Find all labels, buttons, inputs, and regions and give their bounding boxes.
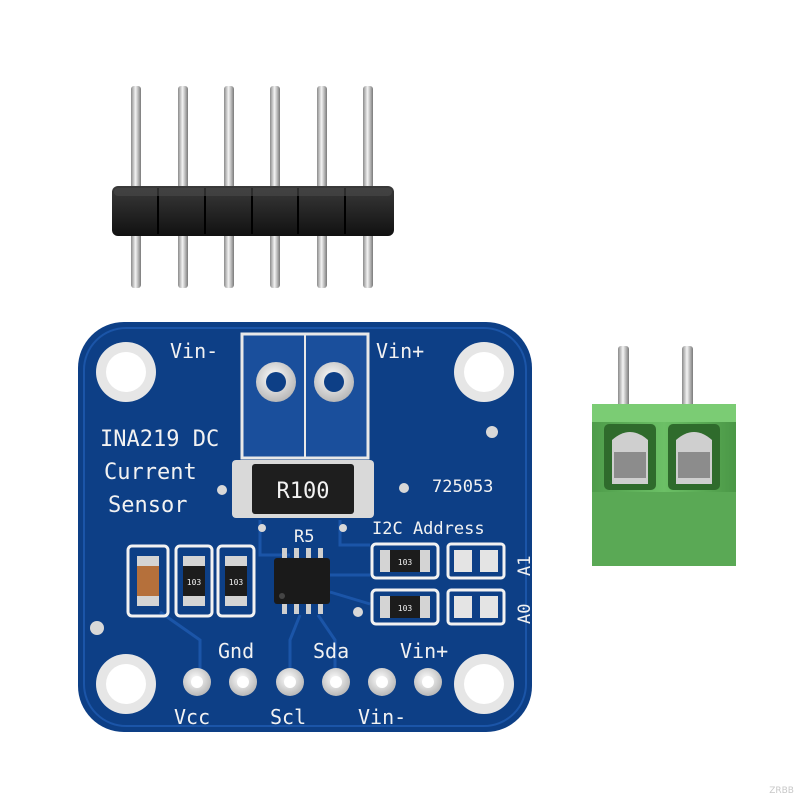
- title-line-1: INA219 DC: [100, 427, 219, 452]
- a0-label: A0: [515, 604, 535, 624]
- vias: [90, 426, 498, 635]
- mounting-holes: [96, 342, 514, 714]
- smd-capacitor: [126, 544, 170, 618]
- terminal-screw-left: [604, 424, 656, 490]
- header-plastic: [112, 186, 394, 236]
- pin-label-sda: Sda: [313, 639, 349, 663]
- resistor-code-1: 103: [187, 578, 202, 587]
- header-pads: [183, 668, 442, 696]
- pcb-traces: [159, 520, 371, 672]
- smd-resistor-1: 103: [174, 544, 214, 618]
- terminal-screw-right: [668, 424, 720, 490]
- address-row-a1: 103: [370, 542, 506, 580]
- pin-label-scl: Scl: [270, 705, 306, 729]
- ina219-chip: [274, 548, 330, 614]
- address-resistor-code-a1: 103: [398, 558, 413, 567]
- smd-resistor-2: 103: [216, 544, 256, 618]
- shunt-value-label: R100: [277, 479, 330, 504]
- address-row-a0: 103: [370, 588, 506, 626]
- resistor-code-2: 103: [229, 578, 244, 587]
- address-resistor-code-a0: 103: [398, 604, 413, 613]
- pin-label-vcc: Vcc: [174, 705, 210, 729]
- r5-label: R5: [294, 527, 314, 547]
- pin-label-gnd: Gnd: [218, 639, 254, 663]
- title-line-3: Sensor: [108, 493, 187, 518]
- i2c-address-label: I2C Address: [372, 519, 485, 539]
- vin-plus-top-label: Vin+: [376, 339, 424, 363]
- pcb-board: R100 Vin- Vin+ INA219 DC Current Sensor …: [78, 322, 535, 732]
- pin-label-vin-minus: Vin-: [358, 705, 406, 729]
- screw-terminal: [592, 346, 736, 566]
- part-number-label: 725053: [432, 477, 493, 497]
- pin-label-vin-plus: Vin+: [400, 639, 448, 663]
- watermark: ZRBB: [769, 786, 794, 796]
- vin-minus-top-label: Vin-: [170, 339, 218, 363]
- vin-terminal-pad: [240, 332, 370, 460]
- title-line-2: Current: [104, 460, 197, 485]
- a1-label: A1: [515, 556, 535, 576]
- pin-header: [112, 86, 394, 288]
- shunt-resistor: R100: [232, 460, 374, 518]
